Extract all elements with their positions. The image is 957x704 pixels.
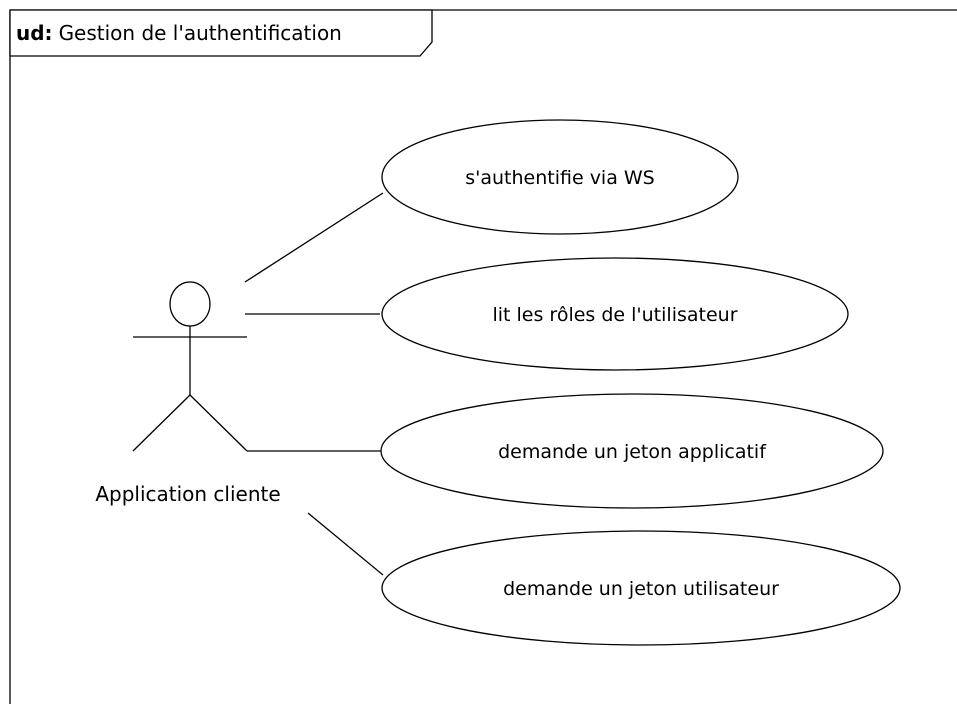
use-case-label: demande un jeton applicatif [498, 441, 767, 463]
use-case-user-token: demande un jeton utilisateur [381, 530, 901, 646]
use-case-oval [380, 393, 884, 509]
association-line-authenticate [244, 192, 384, 283]
frame-title-text: Gestion de l'authentification [59, 21, 342, 45]
use-case-oval [381, 530, 901, 646]
actor-figure: Application cliente [95, 281, 281, 506]
associations [244, 192, 384, 576]
actor-right-leg [189, 394, 248, 452]
frame-title: ud:Gestion de l'authentification [16, 21, 342, 45]
use-case-app-token: demande un jeton applicatif [380, 393, 884, 509]
use-case-label: s'authentifie via WS [465, 167, 655, 189]
association-line-user-token [307, 512, 384, 576]
use-case-label: lit les rôles de l'utilisateur [492, 304, 737, 326]
frame-kind-keyword: ud: [16, 21, 53, 45]
use-case-read-roles: lit les rôles de l'utilisateur [381, 257, 849, 371]
actor-name: Application cliente [95, 482, 280, 506]
use-case-authenticate: s'authentifie via WS [381, 119, 739, 235]
actor-head [169, 281, 211, 327]
use-case-label: demande un jeton utilisateur [503, 578, 779, 600]
actor-left-leg [132, 394, 191, 452]
frame-title-tab: ud:Gestion de l'authentification [9, 9, 433, 57]
use-case-oval [381, 257, 849, 371]
frame-title-tab-shape [9, 9, 433, 57]
use-case-oval [381, 119, 739, 235]
